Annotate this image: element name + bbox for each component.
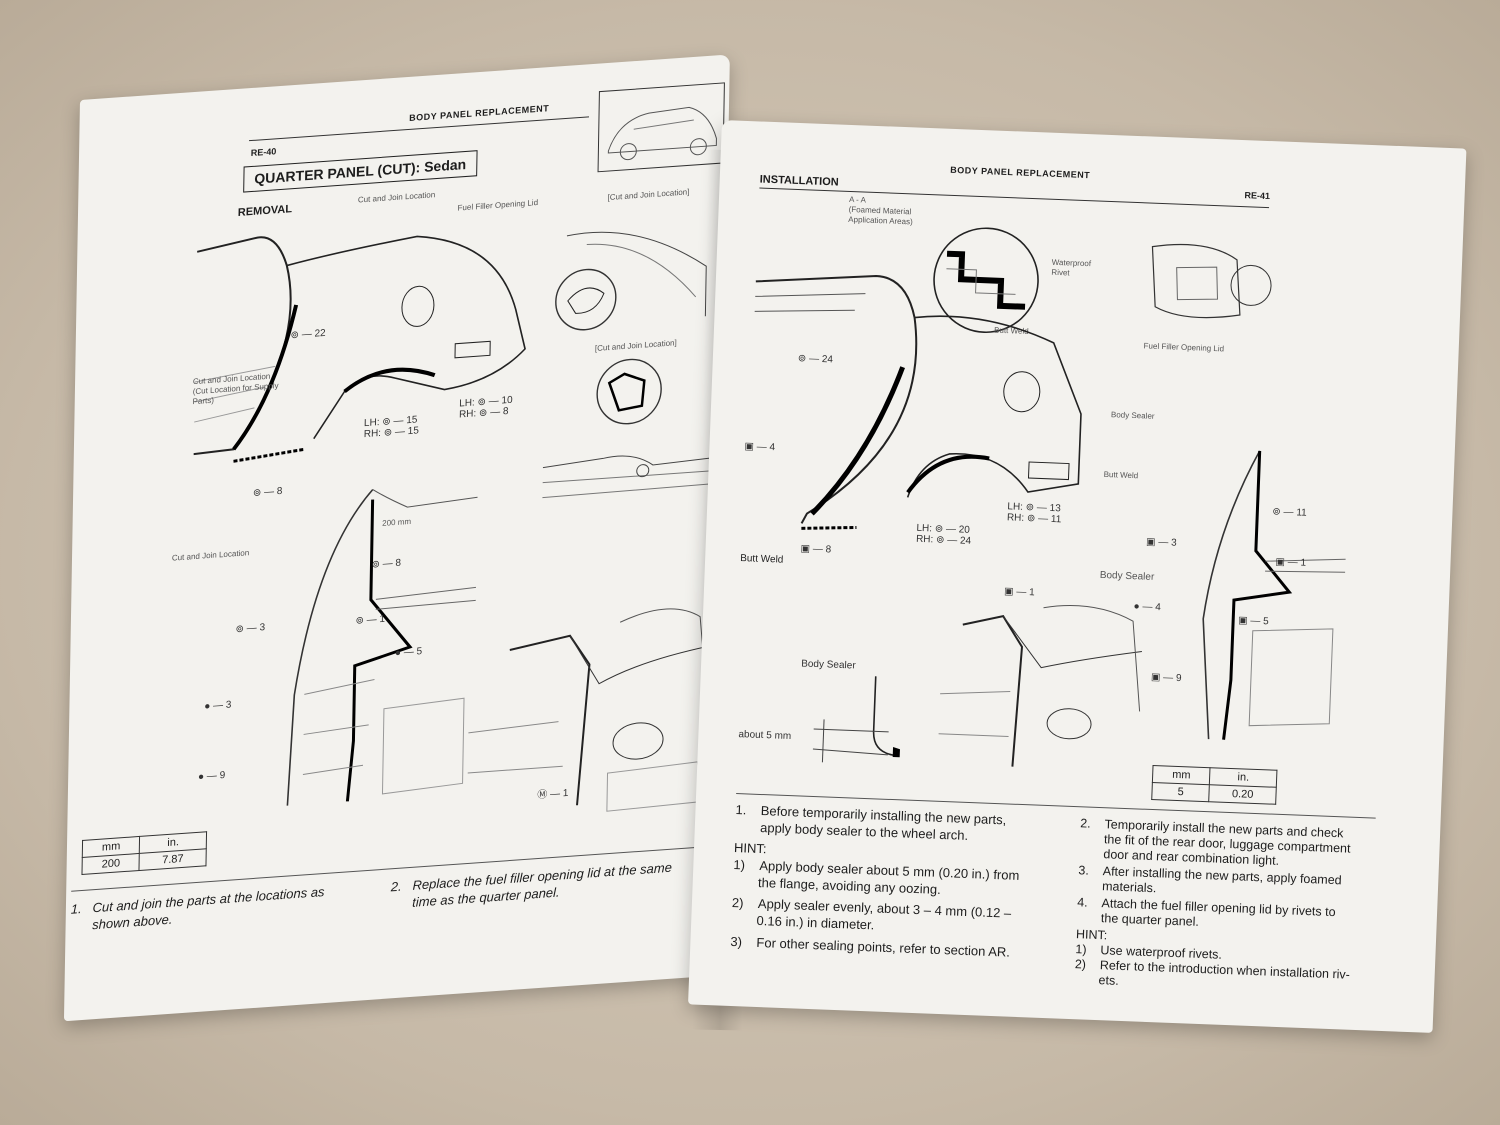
callout-20: LH: ⊚ — 20 RH: ⊚ — 24 bbox=[915, 522, 972, 547]
callout-9r: ▣ — 9 bbox=[1150, 671, 1182, 685]
left-page-number: RE-40 bbox=[250, 146, 277, 159]
quarter-panel-drawing bbox=[193, 235, 526, 463]
right-hint-1: HINT: bbox=[733, 840, 767, 857]
section-removal: REMOVAL bbox=[237, 203, 293, 219]
car-thumbnail bbox=[597, 82, 725, 173]
section-installation: INSTALLATION bbox=[759, 173, 839, 189]
callout-4: ▣ — 4 bbox=[744, 441, 776, 454]
label-cut-join-lower: Cut and Join Location bbox=[171, 548, 250, 563]
callout-3: ● — 3 bbox=[204, 699, 232, 713]
callout-8b: ⊚ — 8 bbox=[371, 557, 402, 571]
callout-5: ● — 5 bbox=[394, 646, 423, 660]
label-butt-weld-right: Butt Weld bbox=[1103, 469, 1139, 481]
fuel-lid-detail bbox=[1151, 243, 1272, 319]
label-cut-join-bracket1: [Cut and Join Location] bbox=[607, 187, 690, 203]
inner-panel-drawing bbox=[286, 489, 478, 806]
label-waterproof-rivet: Waterproof Rivet bbox=[1051, 257, 1092, 278]
right-header-rule bbox=[759, 187, 1270, 209]
page-title: QUARTER PANEL (CUT): Sedan bbox=[243, 150, 478, 193]
wheelhouse-install-drawing bbox=[938, 605, 1142, 767]
right-hint-2: HINT: bbox=[1075, 927, 1108, 943]
wheelhouse-drawing bbox=[467, 608, 710, 812]
callout-11: ⊚ — 11 bbox=[1272, 506, 1307, 519]
right-page: INSTALLATION BODY PANEL REPLACEMENT RE-4… bbox=[688, 120, 1467, 1033]
spec-value-in-r: 0.20 bbox=[1209, 784, 1277, 805]
label-about-5mm: about 5 mm bbox=[738, 729, 792, 743]
left-page: BODY PANEL REPLACEMENT RE-40 QUARTER PAN… bbox=[63, 54, 730, 1022]
callout-3r: ▣ — 3 bbox=[1145, 536, 1177, 549]
label-cut-join-top: Cut and Join Location bbox=[357, 190, 436, 205]
spec-value-in: 7.87 bbox=[139, 848, 207, 871]
label-cut-join-supply: Cut and Join Location (Cut Location for … bbox=[192, 371, 279, 407]
callout-m1: Ⓜ — 1 bbox=[537, 787, 569, 802]
callout-m3: ⊚ — 3 bbox=[235, 622, 266, 636]
sealer-profile-drawing bbox=[812, 676, 900, 763]
callout-13: LH: ⊚ — 13 RH: ⊚ — 11 bbox=[1006, 501, 1062, 526]
detail-drawing-1 bbox=[555, 231, 707, 331]
installation-quarter-panel bbox=[754, 275, 1082, 530]
callout-1a: ⊚ — 1 bbox=[355, 613, 386, 627]
label-aa: A - A (Foamed Material Application Areas… bbox=[848, 194, 913, 227]
right-page-number: RE-41 bbox=[1244, 190, 1271, 202]
callout-10: LH: ⊚ — 10 RH: ⊚ — 8 bbox=[458, 394, 513, 421]
spec-header-mm-r: mm bbox=[1152, 765, 1211, 785]
callout-9: ● — 9 bbox=[197, 769, 226, 783]
callout-24: ⊚ — 24 bbox=[797, 353, 834, 366]
installation-inner-panel bbox=[1202, 450, 1346, 740]
spec-value-mm-r: 5 bbox=[1151, 782, 1210, 802]
label-body-sealer-right: Body Sealer bbox=[1110, 410, 1155, 421]
right-page-header: BODY PANEL REPLACEMENT bbox=[950, 164, 1091, 181]
callout-15: LH: ⊚ — 15 RH: ⊚ — 15 bbox=[363, 414, 419, 441]
callout-1r: ▣ — 1 bbox=[1275, 556, 1307, 569]
spec-value-mm: 200 bbox=[81, 853, 140, 875]
label-butt-weld-bottom: Butt Weld bbox=[739, 553, 784, 566]
label-body-sealer-lower: Body Sealer bbox=[1099, 569, 1155, 583]
callout-8r: ▣ — 8 bbox=[800, 543, 832, 556]
detail-drawing-2 bbox=[542, 358, 713, 499]
label-fuel-lid-right: Fuel Filler Opening Lid bbox=[1143, 341, 1225, 354]
callout-5r: ▣ — 5 bbox=[1237, 615, 1269, 628]
section-aa-circle bbox=[933, 227, 1039, 334]
right-step-1: 1. Before temporarily installing the new… bbox=[735, 802, 1007, 843]
label-body-sealer-center: Body Sealer bbox=[800, 658, 856, 672]
